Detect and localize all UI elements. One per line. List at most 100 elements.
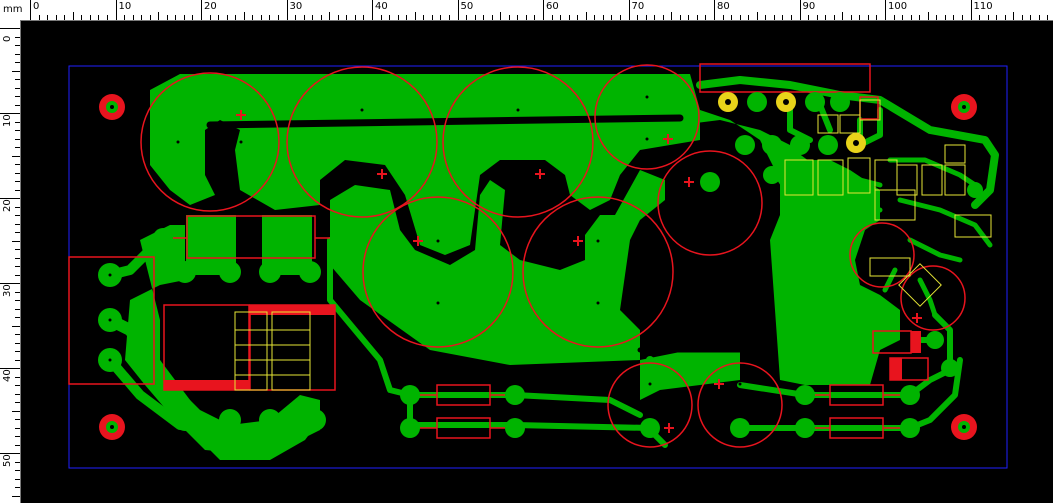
- ruler-tick: [919, 15, 921, 20]
- ruler-tick: [15, 53, 20, 55]
- ruler-tick: [15, 461, 20, 463]
- ruler-tick: [910, 15, 912, 20]
- ruler-tick: [312, 15, 314, 20]
- ruler-tick: [773, 15, 775, 20]
- ruler-tick: [1013, 12, 1015, 20]
- ruler-tick: [260, 15, 262, 20]
- ruler-tick: [15, 96, 20, 97]
- ruler-tick: [72, 12, 74, 20]
- ruler-tick: [124, 15, 126, 20]
- isolation-gaps: [206, 114, 748, 353]
- ruler-tick: [867, 15, 869, 20]
- ruler-tick: [714, 0, 715, 20]
- x-tick-label: 20: [204, 1, 217, 12]
- ruler-tick: [885, 0, 886, 20]
- ruler-tick: [354, 15, 356, 20]
- ruler-tick: [0, 453, 20, 454]
- ruler-tick: [15, 36, 20, 38]
- ruler-tick: [568, 15, 570, 20]
- silkscreen-layer: [68, 63, 966, 448]
- ruler-tick: [825, 15, 827, 20]
- ruler-tick: [132, 15, 134, 20]
- through-hole-pads: [98, 92, 983, 438]
- ruler-tick: [55, 15, 57, 20]
- ruler-tick: [431, 15, 433, 20]
- x-tick-label: 80: [717, 1, 730, 12]
- ruler-tick: [696, 15, 698, 20]
- ruler-tick: [183, 15, 185, 20]
- ruler-tick: [15, 351, 20, 352]
- ruler-tick: [15, 249, 20, 250]
- ruler-tick: [38, 15, 40, 20]
- ruler-tick: [525, 15, 527, 20]
- ruler-tick: [15, 206, 20, 208]
- ruler-tick: [12, 410, 20, 412]
- ruler-tick: [808, 15, 810, 20]
- ruler-tick: [654, 15, 656, 20]
- center-marks: [108, 95, 742, 386]
- x-tick-label: 70: [631, 1, 645, 12]
- ruler-tick: [662, 15, 664, 20]
- ruler-tick: [15, 274, 20, 276]
- ruler-tick: [329, 12, 331, 20]
- ruler-tick: [679, 15, 681, 20]
- ruler-tick: [1030, 15, 1032, 20]
- ruler-tick: [902, 15, 904, 20]
- polarity-markers: [236, 110, 922, 433]
- ruler-tick: [15, 215, 20, 216]
- ruler-tick: [448, 15, 450, 20]
- ruler-tick: [158, 12, 160, 20]
- ruler-tick: [15, 427, 20, 429]
- ruler-tick: [15, 470, 20, 471]
- ruler-tick: [15, 444, 20, 446]
- ruler-tick: [765, 15, 767, 20]
- ruler-tick: [491, 15, 493, 20]
- ruler-tick: [850, 15, 852, 20]
- ruler-tick: [594, 15, 596, 20]
- ruler-tick: [406, 15, 408, 20]
- ruler-tick: [226, 15, 228, 20]
- ruler-tick: [611, 15, 613, 20]
- ruler-tick: [295, 15, 297, 20]
- ruler-tick: [15, 164, 20, 165]
- ruler-tick: [149, 15, 151, 20]
- ruler-tick: [782, 15, 784, 20]
- ruler-tick: [953, 15, 955, 20]
- ruler-tick: [876, 15, 878, 20]
- ruler-tick: [500, 12, 502, 20]
- ruler-tick: [645, 15, 647, 20]
- horizontal-ruler: 0102030405060708090100110120: [0, 0, 1053, 21]
- ruler-tick: [47, 15, 49, 20]
- ruler-tick: [842, 12, 844, 20]
- ruler-tick: [585, 12, 587, 20]
- ruler-tick: [15, 223, 20, 225]
- ruler-tick: [81, 15, 83, 20]
- ruler-tick: [346, 15, 348, 20]
- ruler-tick: [15, 334, 20, 335]
- ruler-tick: [517, 15, 519, 20]
- ruler-tick: [799, 0, 801, 20]
- ruler-tick: [15, 385, 20, 386]
- ruler-tick: [790, 15, 792, 20]
- ruler-tick: [15, 147, 20, 148]
- ruler-tick: [380, 15, 382, 20]
- ruler-tick: [12, 240, 20, 242]
- ruler-tick: [15, 300, 20, 301]
- ruler-tick: [269, 15, 271, 20]
- ruler-tick: [15, 130, 20, 131]
- ruler-tick: [175, 15, 177, 20]
- ruler-tick: [15, 342, 20, 344]
- ruler-tick: [243, 12, 245, 20]
- ruler-tick: [628, 0, 630, 20]
- ruler-tick: [936, 15, 938, 20]
- silkscreen-fills: [164, 305, 921, 390]
- ruler-tick: [944, 15, 946, 20]
- ruler-tick: [15, 232, 20, 233]
- ruler-tick: [483, 15, 485, 20]
- ruler-tick: [30, 0, 31, 20]
- ruler-tick: [15, 62, 20, 63]
- ruler-tick: [15, 121, 20, 123]
- ruler-tick: [15, 402, 20, 403]
- ruler-tick: [722, 15, 724, 20]
